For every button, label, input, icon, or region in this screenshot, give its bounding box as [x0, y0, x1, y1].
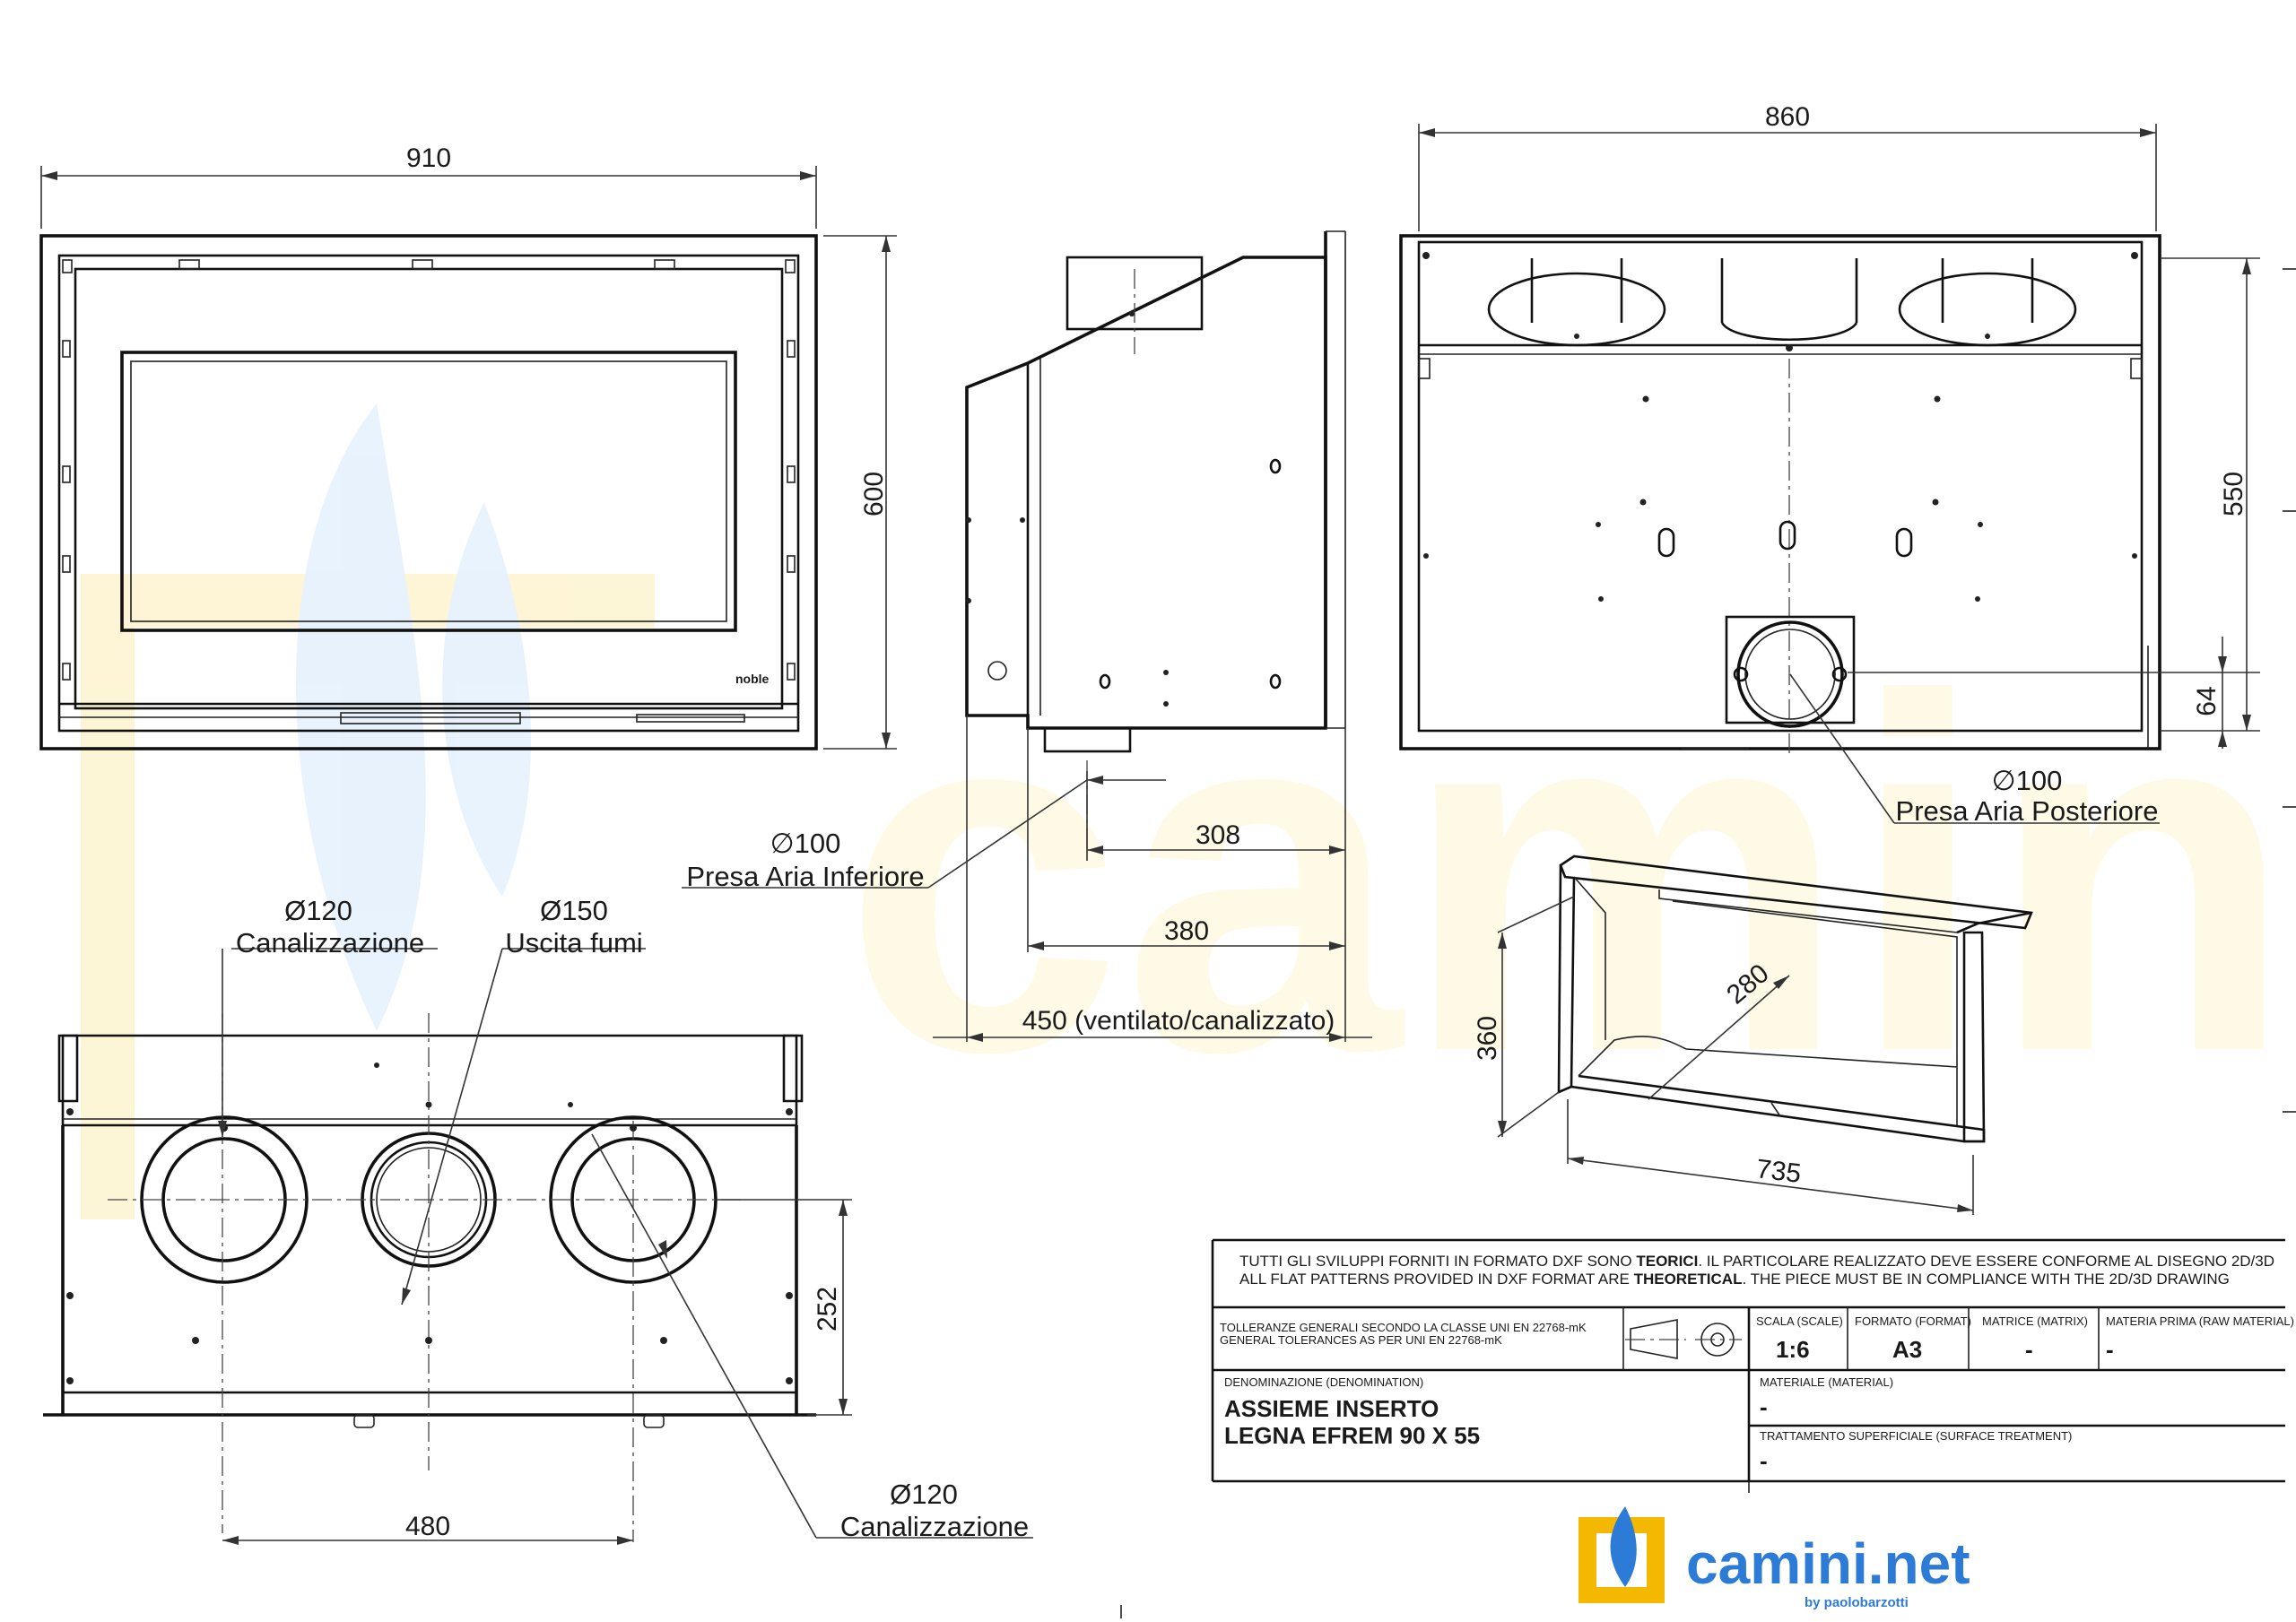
note-it: TUTTI GLI SVILUPPI FORNITI IN FORMATO DX… [1239, 1253, 2274, 1270]
material-label: MATERIALE (MATERIAL) [1760, 1375, 1893, 1389]
scale-label: SCALA (SCALE) [1756, 1314, 1843, 1328]
tolerance-it: TOLLERANZE GENERALI SECONDO LA CLASSE UN… [1220, 1321, 1587, 1334]
dim-480: 480 [405, 1512, 450, 1541]
dim-550: 550 [2219, 472, 2248, 516]
raw-material-value: - [2106, 1336, 2114, 1363]
side-view [965, 230, 1346, 850]
tolerance-en: GENERAL TOLERANCES AS PER UNI EN 22768-m… [1220, 1333, 1502, 1347]
canal-right-diam: Ø120 [890, 1479, 958, 1510]
dim-64: 64 [2192, 686, 2222, 716]
dim-360: 360 [1473, 1016, 1502, 1061]
treatment-value: - [1760, 1447, 1768, 1474]
note-en: ALL FLAT PATTERNS PROVIDED IN DXF FORMAT… [1239, 1271, 2230, 1288]
matrix-label: MATRICE (MATRIX) [1982, 1314, 2088, 1328]
projection-symbol-icon [1625, 1319, 1742, 1359]
material-value: - [1760, 1393, 1768, 1420]
camini-logo: camini.net by paolobarzotti [1578, 1506, 1970, 1610]
dim-380: 380 [1164, 916, 1209, 946]
back-dims: 860 550 64 ∅100 Presa Aria Posteriore [1418, 102, 2260, 827]
front-dim-width: 910 [40, 143, 817, 229]
part-name-line2: LEGNA EFREM 90 X 55 [1224, 1422, 1480, 1449]
side-dims: 308 380 450 (ventilato/canalizzato) ∅100… [682, 716, 1372, 1042]
logo-flame-icon [1610, 1506, 1637, 1587]
presa-posteriore-label: Presa Aria Posteriore [1896, 795, 2159, 827]
bottom-view [43, 1013, 816, 1542]
dim-252: 252 [813, 1287, 842, 1331]
fumi-diam: Ø150 [540, 895, 608, 926]
dim-450: 450 (ventilato/canalizzato) [1022, 1006, 1335, 1036]
presa-inferiore-label: Presa Aria Inferiore [686, 861, 924, 892]
format-value: A3 [1892, 1336, 1922, 1363]
treatment-label: TRATTAMENTO SUPERFICIALE (SURFACE TREATM… [1760, 1429, 2072, 1443]
fumi-label: Uscita fumi [505, 927, 642, 958]
raw-material-label: MATERIA PRIMA (RAW MATERIAL) [2106, 1314, 2294, 1328]
logo-text: camini.net [1686, 1531, 1970, 1596]
title-block: TUTTI GLI SVILUPPI FORNITI IN FORMATO DX… [1211, 1238, 2294, 1493]
dim-600: 600 [859, 472, 889, 516]
front-dim-height: 600 [823, 235, 897, 750]
frame-edge-marks [1120, 268, 2296, 1618]
back-view [1399, 234, 2161, 753]
scale-value: 1:6 [1776, 1336, 1810, 1363]
logo-byline: by paolobarzotti [1805, 1595, 1909, 1610]
dim-860: 860 [1765, 102, 1810, 132]
bottom-dims: 480 252 Ø120 Canalizzazione Ø150 Uscita … [218, 895, 1033, 1545]
presa-posteriore-diam: ∅100 [1992, 765, 2063, 796]
canal-left-diam: Ø120 [284, 895, 352, 926]
matrix-value: - [2025, 1336, 2033, 1363]
dim-910: 910 [406, 143, 451, 173]
dim-308: 308 [1196, 820, 1240, 850]
canal-left-label: Canalizzazione [236, 927, 424, 958]
part-name-line1: ASSIEME INSERTO [1224, 1395, 1439, 1422]
canal-right-label: Canalizzazione [840, 1511, 1029, 1542]
dim-735: 735 [1754, 1154, 1803, 1189]
front-view: noble [39, 234, 818, 750]
presa-inferiore-diam: ∅100 [770, 828, 841, 859]
format-label: FORMATO (FORMAT) [1855, 1314, 1971, 1328]
denomination-label: DENOMINAZIONE (DENOMINATION) [1224, 1375, 1423, 1389]
front-brand-mark: noble [735, 672, 770, 686]
